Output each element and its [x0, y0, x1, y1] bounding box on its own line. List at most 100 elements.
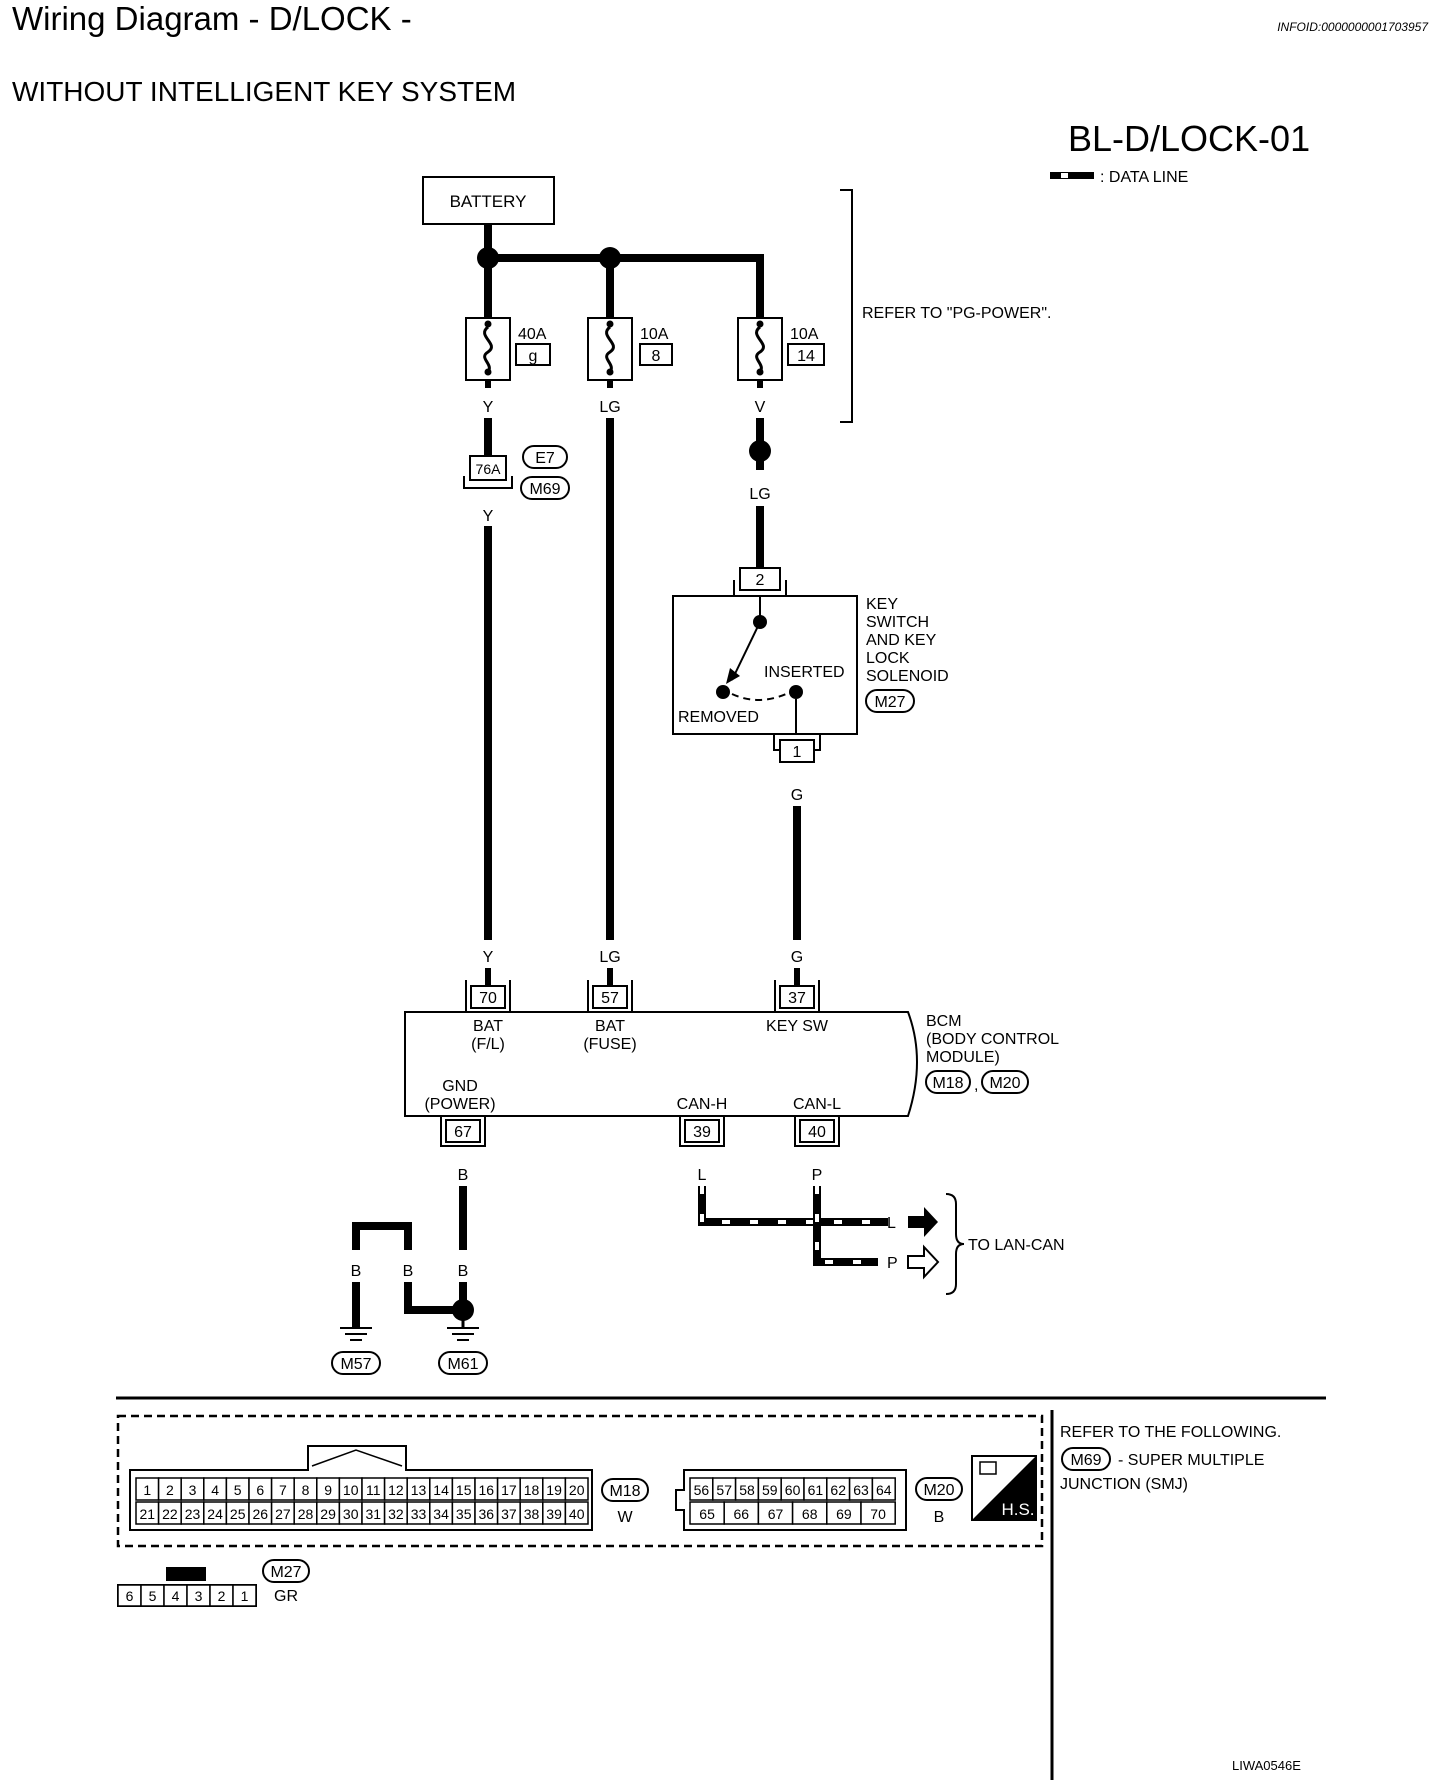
wire-color-label: B [351, 1263, 362, 1280]
connector-pin-cell [564, 1501, 589, 1525]
connector-pin: 23 [185, 1506, 201, 1522]
connector-pin: 28 [298, 1506, 314, 1522]
connector-pin-cell [232, 1584, 257, 1607]
hs-label: H.S. [1001, 1500, 1034, 1519]
battery-bus [484, 224, 764, 318]
connector-pin-cell [860, 1501, 896, 1525]
connector-pin: 5 [149, 1588, 157, 1604]
connector-color: B [934, 1509, 945, 1526]
data-line-legend: : DATA LINE [1050, 169, 1188, 186]
connector-pin: 8 [302, 1482, 310, 1498]
pin-number: 70 [479, 990, 497, 1007]
connector-pin: 25 [230, 1506, 246, 1522]
ground-circuit: B B B M57 M61 [331, 1186, 488, 1375]
wire-color-label: L [698, 1167, 707, 1184]
connector-pin: 35 [456, 1506, 472, 1522]
connector-pin: 13 [411, 1482, 427, 1498]
terminal-label: BAT [473, 1018, 503, 1035]
connector-id: M20 [923, 1482, 954, 1499]
splice-point [599, 247, 621, 269]
connector-pin: 33 [411, 1506, 427, 1522]
wire-color-label: G [791, 949, 803, 966]
connector-pin: 62 [830, 1482, 846, 1498]
connector-pin: 56 [694, 1482, 710, 1498]
connector-pin: 2 [166, 1482, 174, 1498]
fuse-rating: 10A [640, 326, 669, 343]
wire-color-label: Y [483, 399, 494, 416]
wire-color-label: L [887, 1215, 896, 1232]
terminal-label: CAN-L [793, 1096, 841, 1113]
component-name: AND KEY [866, 632, 937, 649]
component-name: KEY [866, 596, 898, 613]
wire-color-label: G [791, 787, 803, 804]
fuse-rating: 40A [518, 326, 547, 343]
component-name: SOLENOID [866, 668, 949, 685]
ground-id: M61 [447, 1356, 478, 1373]
connector-pin: 64 [876, 1482, 892, 1498]
wire-color-label: LG [599, 399, 620, 416]
page-subtitle: WITHOUT INTELLIGENT KEY SYSTEM [12, 76, 517, 107]
connector-pin: 59 [762, 1482, 778, 1498]
connector-pin: 10 [343, 1482, 359, 1498]
pin-number: 40 [808, 1124, 826, 1141]
connector-pin: 63 [853, 1482, 869, 1498]
inserted-label: INSERTED [764, 664, 845, 681]
terminal-label: (FUSE) [583, 1036, 636, 1053]
connector-id: M69 [1070, 1452, 1101, 1469]
diagram-id: BL-D/LOCK-01 [1068, 118, 1311, 159]
connector-pin-cell [564, 1477, 589, 1501]
connector-color: GR [274, 1588, 298, 1605]
wire-color-label: B [458, 1167, 469, 1184]
battery-label: BATTERY [450, 192, 527, 211]
connector-pin: 38 [524, 1506, 540, 1522]
fuse-number: g [529, 348, 538, 365]
connector-pin: 34 [433, 1506, 449, 1522]
connector-pin: 60 [785, 1482, 801, 1498]
terminal-label: CAN-H [677, 1096, 728, 1113]
wire-color-label: V [755, 399, 766, 416]
refer-note-line3: JUNCTION (SMJ) [1060, 1476, 1188, 1493]
connector-pin: 39 [546, 1506, 562, 1522]
terminal-label: BAT [595, 1018, 625, 1035]
component-name: LOCK [866, 650, 910, 667]
connector-pin: 40 [569, 1506, 585, 1522]
info-id: INFOID:0000000001703957 [1277, 20, 1428, 34]
data-line-legend-label: : DATA LINE [1100, 169, 1188, 186]
connector-pin: 3 [189, 1482, 197, 1498]
wire-color-label: P [887, 1255, 898, 1272]
connector-pin: 26 [253, 1506, 269, 1522]
connector-pin: 69 [836, 1506, 852, 1522]
connector-views-frame [116, 1414, 1044, 1548]
can-data-lines [698, 1186, 888, 1266]
connector-pin: 18 [524, 1482, 540, 1498]
connector-pin: 68 [802, 1506, 818, 1522]
connector-id: M18 [932, 1075, 963, 1092]
wire-color-label: P [812, 1167, 823, 1184]
hs-badge: H.S. [971, 1455, 1037, 1521]
connector-pin: 6 [126, 1588, 134, 1604]
pin-number: 1 [793, 744, 802, 761]
wire-color-label: Y [483, 949, 494, 966]
wire-color-label: Y [483, 508, 494, 525]
battery: BATTERY [422, 176, 555, 225]
connector-pin: 27 [275, 1506, 291, 1522]
pin-number: 39 [693, 1124, 711, 1141]
wire-v-lg: LG [749, 418, 771, 568]
connector-pin: 7 [279, 1482, 287, 1498]
figure-code: LIWA0546E [1232, 1758, 1301, 1773]
removed-label: REMOVED [678, 709, 759, 726]
connector-pin: 66 [734, 1506, 750, 1522]
connector-pin: 22 [162, 1506, 178, 1522]
connector-pin: 24 [207, 1506, 223, 1522]
ground-id: M57 [340, 1356, 371, 1373]
connector-pin: 11 [366, 1482, 381, 1498]
connector-id: M20 [989, 1075, 1020, 1092]
connector-pin: 4 [172, 1588, 180, 1604]
key-switch: 2 INSERTED REMOVED KEY SWITCH AND KEY LO… [672, 567, 949, 940]
connector-pin: 19 [546, 1482, 562, 1498]
connector-pin: 1 [143, 1482, 151, 1498]
power-bracket: REFER TO "PG-POWER". [840, 189, 1051, 423]
